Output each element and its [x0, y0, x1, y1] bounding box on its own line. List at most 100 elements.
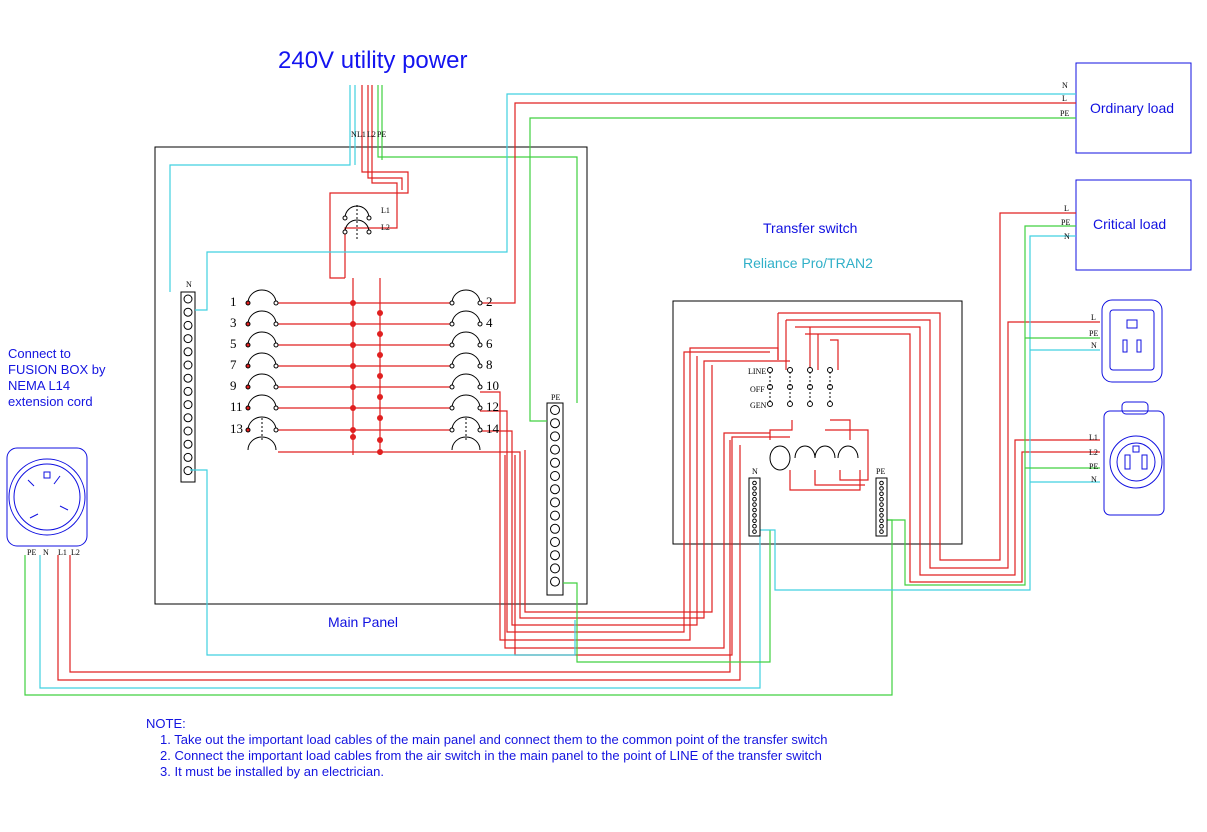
breaker-number: 8 — [486, 357, 493, 372]
critical-term-pe: PE — [1061, 218, 1070, 227]
terminal-hole — [183, 320, 193, 330]
breaker-4[interactable] — [449, 310, 483, 327]
utility-l2-wire — [344, 85, 398, 278]
breaker-number: 3 — [230, 315, 237, 330]
terminal-hole — [752, 518, 757, 524]
terminal-hole — [752, 507, 757, 513]
breaker-14[interactable] — [449, 416, 483, 451]
main-panel-label: Main Panel — [328, 614, 399, 630]
breaker-number: 6 — [486, 336, 493, 351]
notes-section: NOTE: 1. Take out the important load cab… — [146, 716, 827, 780]
terminal-hole — [879, 523, 884, 529]
terminal-hole — [550, 418, 560, 429]
terminal-hole — [752, 491, 757, 497]
terminal-hole — [752, 529, 757, 534]
switch-contact — [807, 401, 813, 407]
breaker-number: 9 — [230, 378, 237, 393]
outlet-240v-icon — [1103, 401, 1165, 516]
ts-pe-bar-label: PE — [876, 467, 885, 476]
switch-contact — [787, 401, 793, 407]
critical-load-label: Critical load — [1093, 216, 1167, 232]
notes-heading: NOTE: — [146, 716, 186, 731]
breaker-8[interactable] — [449, 352, 483, 369]
page-title: 240V utility power — [278, 47, 468, 74]
main-panel-pe-bar — [546, 402, 564, 596]
terminal-hole — [183, 360, 193, 370]
breaker-10[interactable] — [449, 373, 483, 390]
main-panel-n-bar — [180, 291, 196, 483]
terminal-hole — [879, 486, 884, 491]
switch-contact — [767, 401, 773, 407]
transfer-switch-contacts — [767, 367, 859, 471]
breaker-11[interactable] — [245, 394, 279, 411]
breaker-number: 4 — [486, 315, 493, 330]
note-item: 2. Connect the important load cables fro… — [160, 748, 822, 763]
top-terminal-n: N — [351, 130, 357, 139]
outlet-120v-icon — [1101, 299, 1163, 383]
fusion-n-wire — [39, 529, 761, 689]
terminal-hole — [752, 502, 757, 507]
transfer-switch-model: Reliance Pro/TRAN2 — [743, 255, 873, 271]
terminal-hole — [879, 507, 884, 513]
breaker-number: 1 — [230, 294, 237, 309]
terminal-hole — [183, 426, 193, 436]
breaker-7[interactable] — [245, 352, 279, 369]
breaker-3[interactable] — [245, 310, 279, 327]
switch-contact — [767, 367, 773, 373]
critical-term-n: N — [1064, 232, 1070, 241]
breaker-13[interactable] — [245, 416, 279, 451]
breaker-6[interactable] — [449, 331, 483, 348]
utility-l1-wire — [329, 85, 409, 279]
terminal-hole — [183, 347, 193, 357]
switch-contact — [827, 401, 833, 407]
outlet240-term-l1: L1 — [1089, 433, 1098, 442]
main-panel-box — [154, 146, 588, 605]
terminal-hole — [550, 523, 560, 534]
terminal-hole — [550, 405, 560, 415]
terminal-hole — [879, 480, 884, 486]
terminal-hole — [183, 334, 193, 344]
breaker-2[interactable] — [449, 289, 483, 306]
note-item: 3. It must be installed by an electricia… — [160, 764, 385, 779]
switch-contact — [827, 367, 833, 373]
outlet240-term-n: N — [1091, 475, 1097, 484]
top-terminal-l1: L1 — [357, 130, 366, 139]
breaker-12[interactable] — [449, 394, 483, 411]
breaker-1[interactable] — [245, 289, 279, 306]
outlet240-term-l2: L2 — [1089, 448, 1098, 457]
ordinary-term-n: N — [1062, 81, 1068, 90]
fusion-term-n: N — [43, 548, 49, 557]
terminal-hole — [550, 471, 560, 481]
terminal-hole — [183, 373, 193, 383]
utility-n-wire — [169, 85, 351, 292]
terminal-hole — [879, 529, 884, 534]
breaker-9[interactable] — [245, 373, 279, 390]
terminal-hole — [550, 563, 560, 574]
critical-load-box — [1075, 179, 1192, 271]
ts-pos-line: LINE — [748, 367, 766, 376]
terminal-hole — [752, 480, 757, 486]
terminal-hole — [550, 550, 560, 561]
terminal-hole — [183, 386, 193, 396]
main-pe-bar-label: PE — [551, 393, 560, 402]
main-breaker-l1-label: L1 — [381, 206, 390, 215]
outlet120-term-n: N — [1091, 341, 1097, 350]
ordinary-load-label: Ordinary load — [1090, 100, 1175, 116]
terminal-hole — [550, 497, 560, 508]
fusion-l2-wire — [69, 440, 731, 673]
outlet120-term-l: L — [1091, 313, 1096, 322]
terminal-hole — [879, 491, 884, 497]
breaker-5[interactable] — [245, 331, 279, 348]
top-terminal-l2: L2 — [367, 130, 376, 139]
breaker-number: 10 — [486, 378, 499, 393]
breaker-number: 7 — [230, 357, 237, 372]
ts-pe-bar — [875, 477, 888, 537]
ordinary-l-wire — [480, 102, 1076, 304]
l14-inlet-icon — [6, 447, 88, 547]
transfer-switch-box — [672, 300, 963, 545]
terminal-hole — [550, 510, 560, 521]
terminal-hole — [550, 431, 560, 442]
main-breaker — [342, 205, 372, 240]
terminal-hole — [183, 413, 193, 423]
